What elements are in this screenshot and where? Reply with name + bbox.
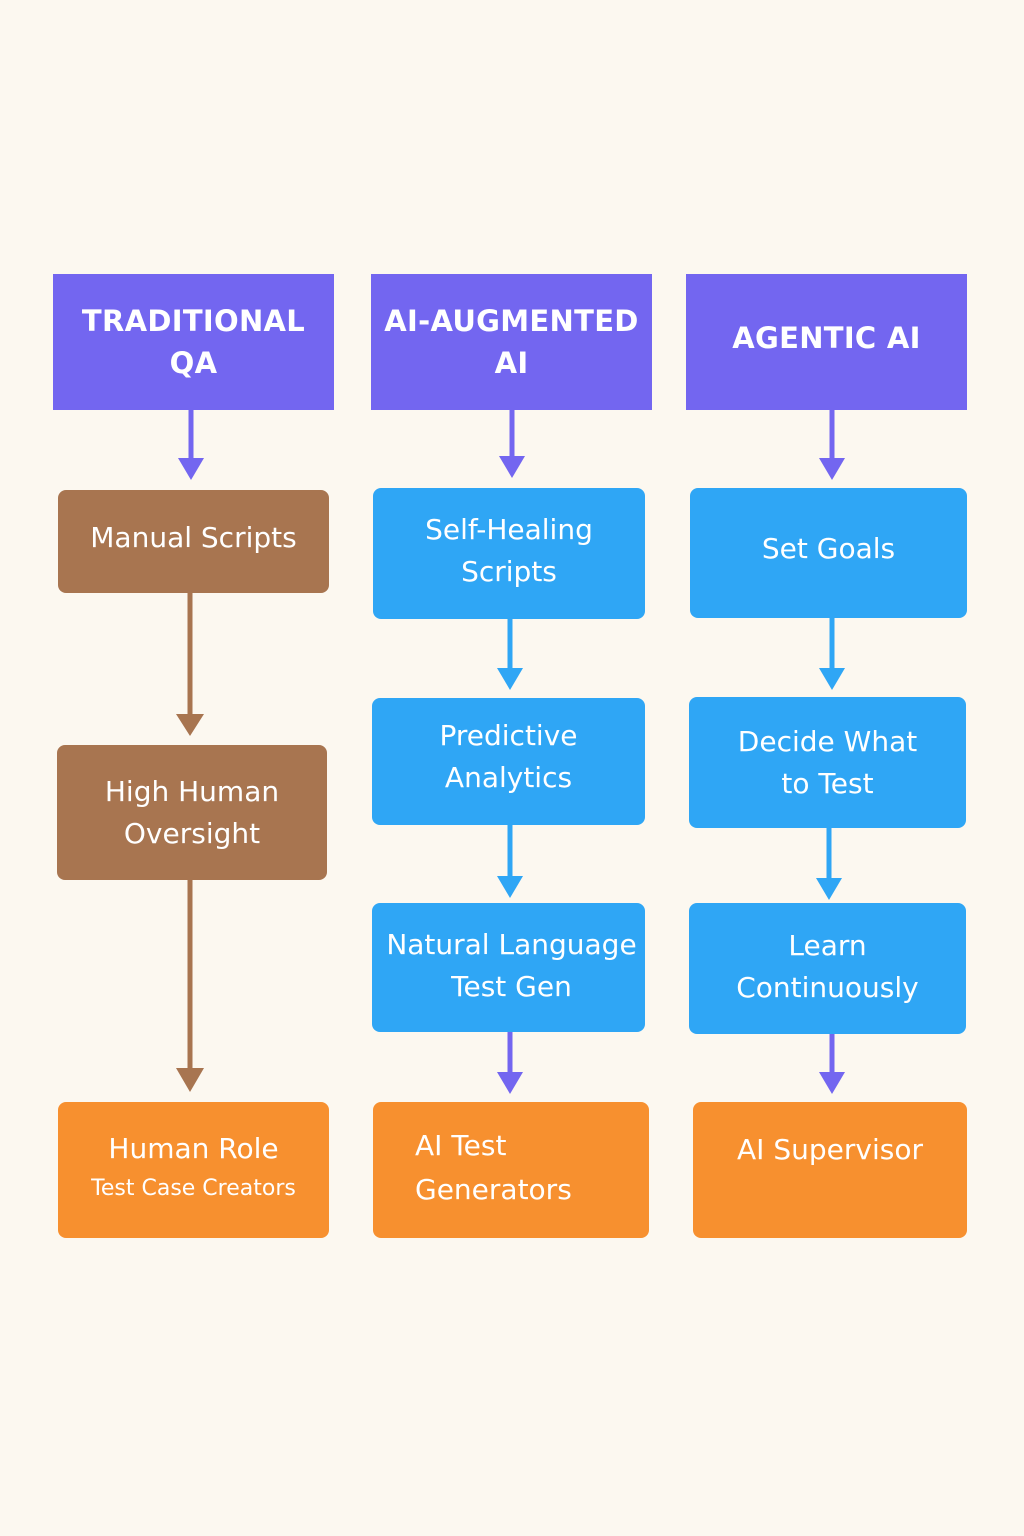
step-self-healing-scripts: Self-Healing Scripts	[373, 488, 645, 619]
step-line: Scripts	[461, 554, 557, 588]
arrow-nlp-to-ai-test-generators	[497, 1031, 523, 1094]
step-set-goals: Set Goals	[690, 488, 967, 618]
step-line: Learn	[788, 928, 867, 962]
outcome-title: AI Supervisor	[737, 1133, 923, 1166]
header-agentic-ai: AGENTIC AI	[686, 274, 967, 410]
step-line: Manual Scripts	[90, 520, 297, 554]
step-line: to Test	[781, 766, 874, 800]
outcome-ai-test-generators: AI Test Generators	[373, 1102, 649, 1238]
outcome-title-line: Generators	[415, 1173, 572, 1206]
step-line: Natural Language	[386, 927, 637, 961]
header-ai-augmented: AI-AUGMENTED AI	[371, 274, 652, 410]
step-manual-scripts: Manual Scripts	[58, 490, 329, 593]
step-line: Analytics	[444, 760, 573, 794]
step-line: Predictive	[439, 718, 578, 752]
step-learn-continuously: Learn Continuously	[689, 903, 966, 1034]
step-line: Continuously	[736, 970, 919, 1004]
arrow-oversight-to-human-role	[176, 879, 204, 1092]
header-line: AGENTIC AI	[732, 321, 921, 355]
step-line: Test Gen	[451, 969, 572, 1003]
step-line: High Human	[104, 774, 280, 808]
outcome-ai-supervisor: AI Supervisor	[693, 1102, 967, 1238]
header-line: TRADITIONAL	[81, 304, 306, 338]
step-decide-what-to-test: Decide What to Test	[689, 697, 966, 828]
arrow-predictive-to-nlp	[497, 825, 523, 898]
arrow-set-goals-to-decide	[819, 618, 845, 690]
step-high-human-oversight: High Human Oversight	[57, 745, 327, 880]
arrow-decide-to-learn	[816, 828, 842, 900]
header-line: AI	[494, 346, 529, 380]
step-natural-language-test-gen: Natural Language Test Gen	[372, 903, 645, 1032]
step-line: Oversight	[123, 816, 261, 850]
step-line: Self-Healing	[425, 512, 593, 546]
arrow-manual-to-oversight	[176, 592, 204, 736]
outcome-title: Human Role	[108, 1132, 279, 1165]
step-line: Set Goals	[761, 532, 896, 565]
header-traditional-qa: TRADITIONAL QA	[53, 274, 334, 410]
step-predictive-analytics: Predictive Analytics	[372, 698, 645, 825]
step-line: Decide What	[737, 724, 918, 758]
outcome-subtitle: Test Case Creators	[91, 1176, 296, 1201]
arrow-traditional-header-to-manual	[178, 410, 204, 480]
arrow-learn-to-ai-supervisor	[819, 1034, 845, 1094]
arrow-self-healing-to-predictive	[497, 618, 523, 690]
outcome-title-line: AI Test	[415, 1129, 507, 1162]
header-line: QA	[169, 346, 218, 380]
arrow-agentic-header-to-set-goals	[819, 410, 845, 480]
arrow-augmented-header-to-self-healing	[499, 410, 525, 478]
outcome-human-role: Human Role Test Case Creators	[58, 1102, 329, 1238]
header-line: AI-AUGMENTED	[384, 304, 639, 338]
